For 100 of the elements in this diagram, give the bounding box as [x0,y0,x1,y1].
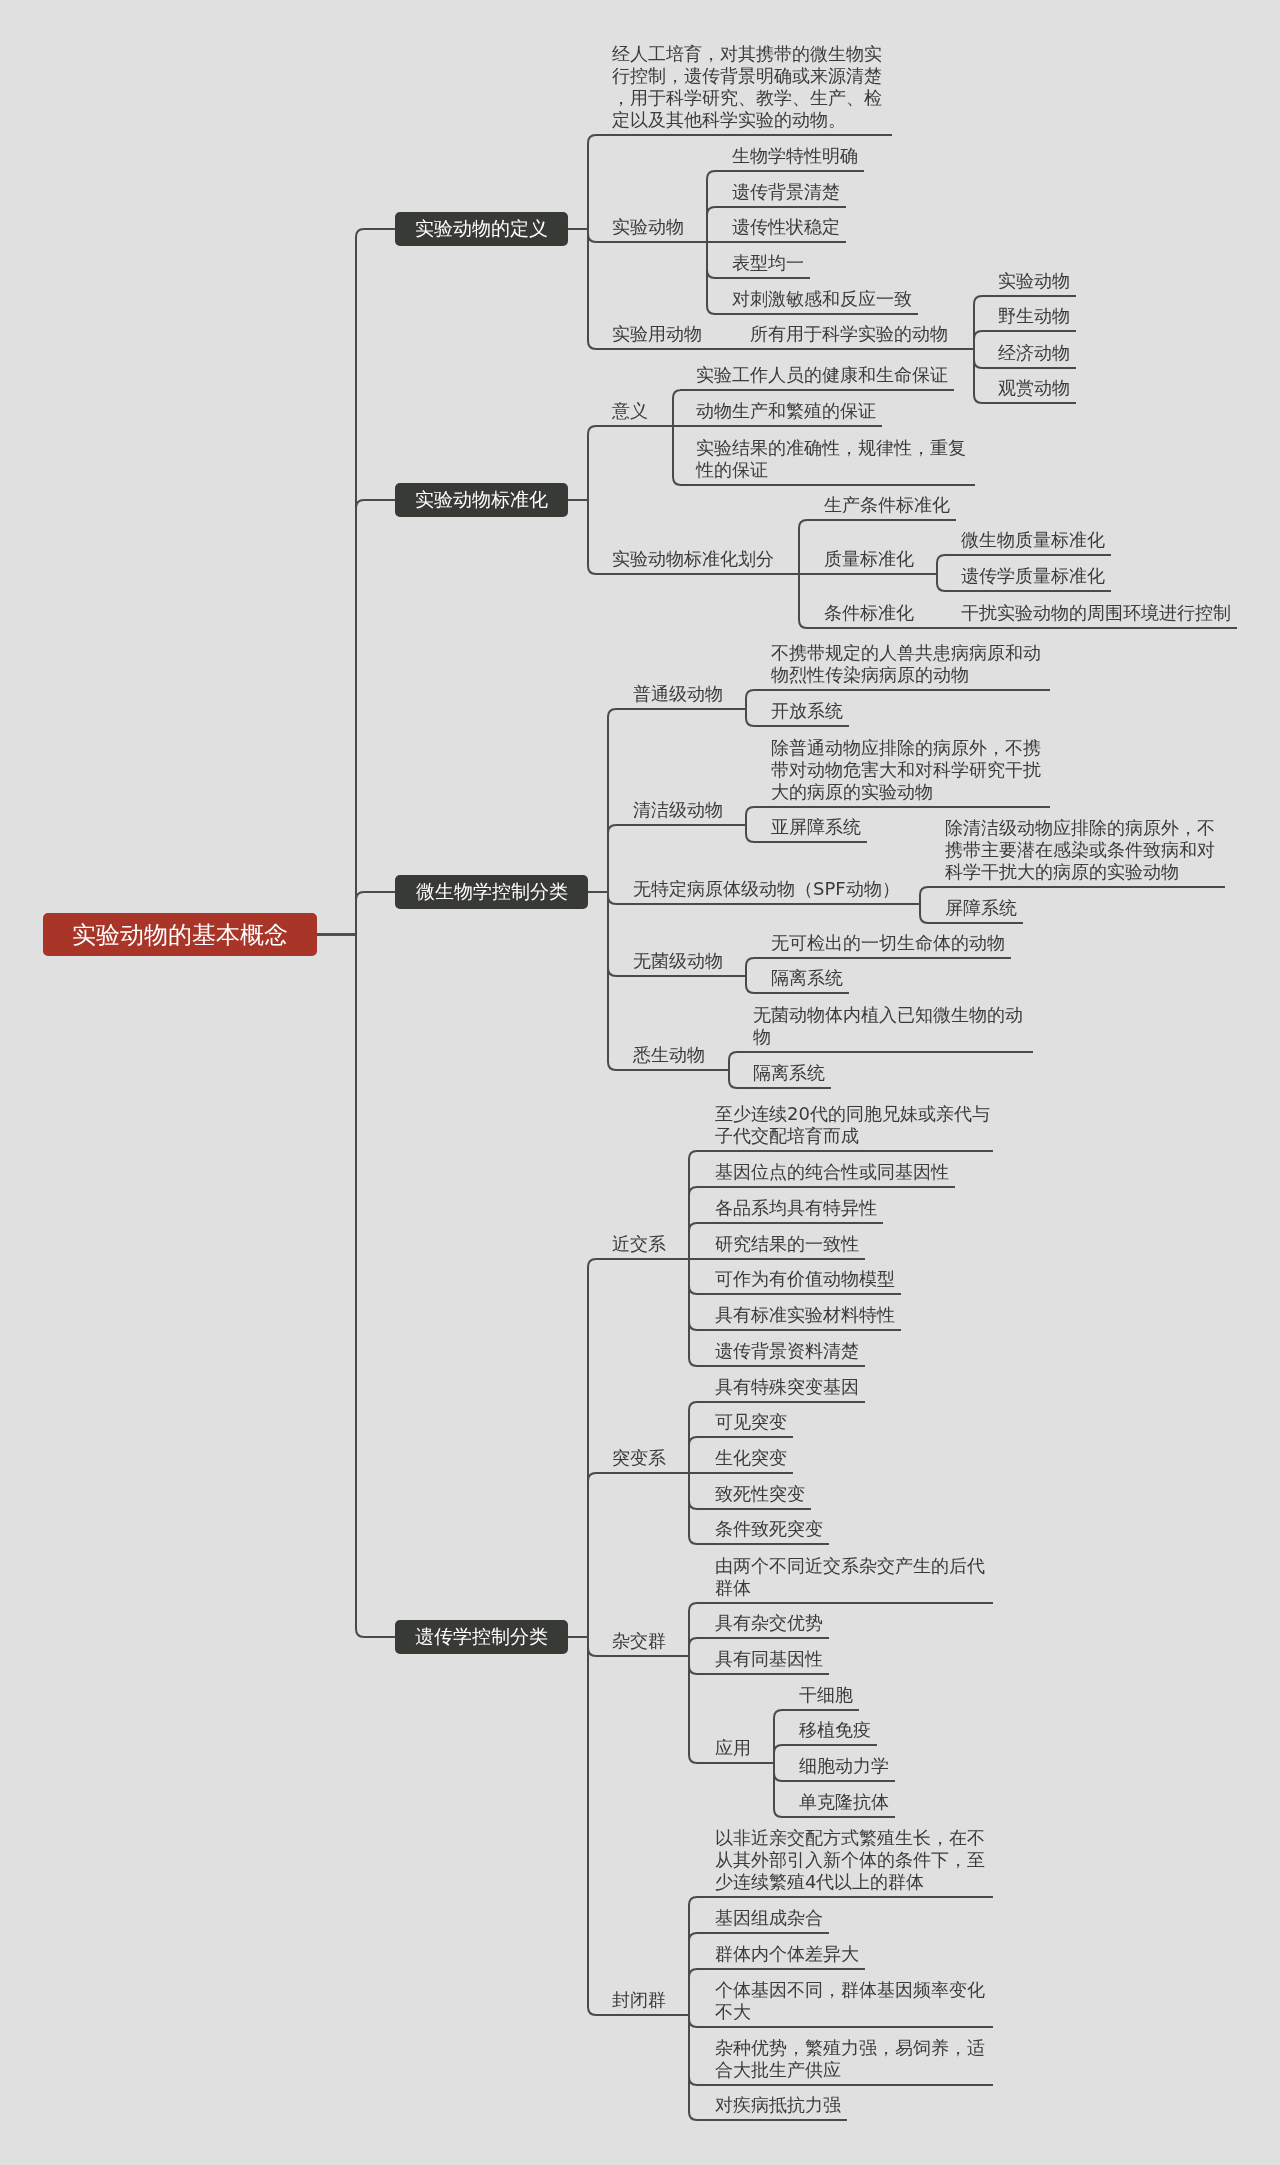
subtopic: 表型均一 [716,252,810,279]
subtopic: 不携带规定的人兽共患病病原和动物烈性传染病病原的动物 [755,642,1050,691]
subtopic: 具有标准实验材料特性 [699,1304,901,1331]
subtopic: 可见突变 [699,1411,793,1438]
connector-line [672,389,682,427]
connector-line [728,1051,738,1071]
connector-line [728,1069,738,1089]
main-topic-box: 遗传学控制分类 [395,1620,568,1654]
subtopic: 致死性突变 [699,1483,811,1510]
subtopic: 悉生动物 [617,1044,729,1071]
connector-line [587,891,618,1071]
subtopic: 实验动物标准化划分 [596,548,799,575]
connector-line [688,1472,700,1474]
connector-line [745,975,756,994]
subtopic: 经人工培育，对其携带的微生物实行控制，遗传背景明确或来源清楚，用于科学研究、教学、生产、检定以及其他科学实验的动物。 [596,43,892,136]
subtopic: 野生动物 [982,305,1076,332]
connector-line [672,425,682,486]
connector-line [688,1258,700,1260]
connector-line [672,425,681,427]
subtopic: 对刺激敏感和反应一致 [716,288,918,315]
connector-line [688,1258,700,1367]
connector-line [745,824,756,843]
connector-line [773,1744,784,1764]
subtopic: 遗传背景清楚 [716,181,846,208]
connector-line [745,806,756,826]
subtopic: 生化突变 [699,1447,793,1474]
connector-line [706,241,717,243]
subtopic: 单克隆抗体 [783,1791,895,1818]
connector-line [719,348,735,350]
subtopic: 屏障系统 [929,897,1023,924]
connector-line [688,1637,700,1657]
subtopic: 移植免疫 [783,1719,877,1746]
subtopic: 遗传性状稳定 [716,216,846,243]
subtopic: 条件标准化 [808,602,937,629]
connector-line [919,903,930,924]
connector-line [973,330,983,350]
subtopic: 动物生产和繁殖的保证 [680,400,882,427]
subtopic: 近交系 [596,1233,689,1260]
subtopic: 实验用动物 [596,323,720,350]
subtopic: 隔离系统 [755,967,849,994]
connector-line [706,206,717,243]
connector-line [745,689,756,710]
subtopic: 杂交群 [596,1630,689,1657]
central-topic-box: 实验动物的基本概念 [43,913,317,956]
subtopic: 实验动物 [982,270,1076,297]
subtopic: 突变系 [596,1447,689,1474]
main-topic-box: 微生物学控制分类 [395,875,588,909]
subtopic: 可作为有价值动物模型 [699,1268,901,1295]
subtopic: 干细胞 [783,1684,859,1711]
connector-line [919,886,930,905]
subtopic: 条件致死突变 [699,1518,829,1545]
subtopic: 由两个不同近交系杂交产生的后代群体 [699,1555,993,1604]
connector-line [688,2014,700,2121]
subtopic: 研究结果的一致性 [699,1233,865,1260]
subtopic: 隔离系统 [737,1062,831,1089]
subtopic: 生物学特性明确 [716,145,864,172]
connector-line [973,348,983,404]
subtopic: 普通级动物 [617,683,746,710]
connector-line [688,1655,700,1764]
subtopic: 遗传学质量标准化 [945,565,1111,592]
connector-line [798,573,809,629]
subtopic: 亚屏障系统 [755,816,867,843]
subtopic: 所有用于科学实验的动物 [734,323,974,350]
subtopic: 清洁级动物 [617,799,746,826]
subtopic: 经济动物 [982,342,1076,369]
subtopic: 应用 [699,1737,774,1764]
connector-line [567,499,597,575]
subtopic: 至少连续20代的同胞兄妹或亲代与子代交配培育而成 [699,1103,993,1152]
subtopic: 具有特殊突变基因 [699,1376,865,1403]
connector-line [745,957,756,977]
subtopic: 无可检出的一切生命体的动物 [755,932,1011,959]
subtopic: 实验动物 [596,216,707,243]
subtopic: 基因位点的纯合性或同基因性 [699,1161,955,1188]
connector-line [936,573,946,592]
subtopic: 对疾病抵抗力强 [699,2094,847,2121]
connector-line [773,1762,784,1818]
main-topic-box: 实验动物标准化 [395,483,568,517]
subtopic: 以非近亲交配方式繁殖生长，在不从其外部引入新个体的条件下，至少连续繁殖4代以上的群体 [699,1827,993,1898]
subtopic: 除普通动物应排除的病原外，不携带对动物危害大和对科学研究干扰大的病原的实验动物 [755,737,1050,808]
subtopic: 个体基因不同，群体基因频率变化不大 [699,1979,993,2028]
subtopic: 基因组成杂合 [699,1907,829,1934]
subtopic: 实验工作人员的健康和生命保证 [680,364,954,391]
connector-line [798,519,809,575]
subtopic: 封闭群 [596,1989,689,2016]
subtopic: 无特定病原体级动物（SPF动物） [617,878,920,905]
subtopic: 开放系统 [755,700,849,727]
connector-line [936,627,946,629]
subtopic: 微生物质量标准化 [945,529,1111,556]
connector-line [316,933,396,1638]
subtopic: 生产条件标准化 [808,494,956,521]
subtopic: 观赏动物 [982,377,1076,404]
connector-line [706,241,717,315]
subtopic: 干扰实验动物的周围环境进行控制 [945,602,1237,629]
main-topic-box: 实验动物的定义 [395,212,568,246]
subtopic: 各品系均具有特异性 [699,1197,883,1224]
subtopic: 遗传背景资料清楚 [699,1340,865,1367]
connector-line [688,1472,700,1545]
subtopic: 具有杂交优势 [699,1612,829,1639]
subtopic: 无菌级动物 [617,950,746,977]
connector-line [745,708,756,727]
